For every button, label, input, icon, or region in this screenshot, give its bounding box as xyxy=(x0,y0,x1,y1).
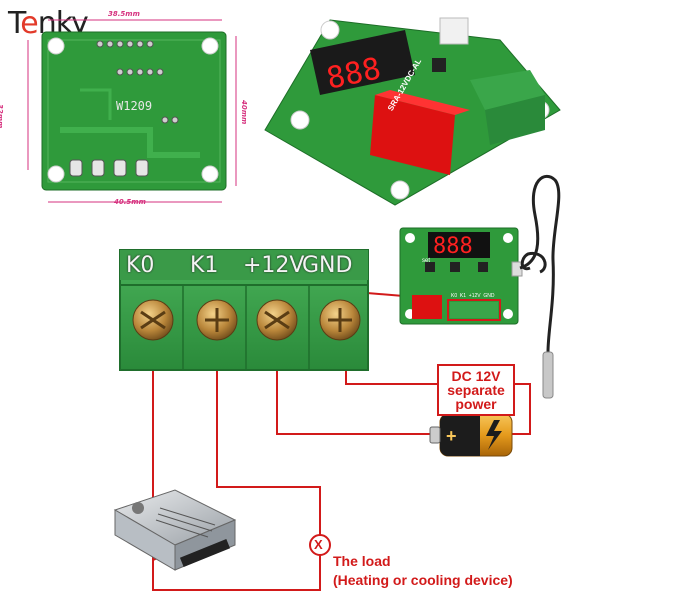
mini-terminal-highlight xyxy=(447,299,501,321)
power-note-line2: separate xyxy=(447,382,505,398)
led-display-front xyxy=(310,30,415,95)
terminal-label-k1: K1 xyxy=(190,253,219,278)
mini-display-digits: 888 xyxy=(433,234,473,259)
power-note-line1: DC 12V xyxy=(451,368,501,384)
dimension-left: 32mm xyxy=(0,104,4,129)
mini-set-label: set xyxy=(422,258,431,264)
mount-hole xyxy=(47,165,65,183)
battery-plus-sign: + xyxy=(446,426,457,446)
relay-icon xyxy=(370,95,455,175)
power-note-box: DC 12V separate power xyxy=(437,364,515,416)
board-back xyxy=(27,19,237,203)
terminal-block-front xyxy=(485,95,545,145)
dimension-bottom: 40.5mm xyxy=(114,198,146,206)
load-symbol-x: X xyxy=(314,537,323,552)
power-note-line3: power xyxy=(455,396,497,412)
load-note-line1: The load xyxy=(333,553,391,569)
board-back-terminal-pins xyxy=(69,159,149,177)
board-front: 888 xyxy=(264,17,561,206)
mount-hole xyxy=(201,165,219,183)
screw-k1 xyxy=(196,299,238,341)
mini-display xyxy=(428,232,490,258)
load-symbol-icon xyxy=(309,534,331,556)
terminal-block-closeup xyxy=(119,249,369,371)
battery-icon: + xyxy=(429,413,513,457)
dimension-right: 40mm xyxy=(240,100,248,125)
screw-gnd xyxy=(319,299,361,341)
pcb-back xyxy=(41,31,227,191)
terminal-label-k0: K0 xyxy=(126,253,155,278)
wire-k0 xyxy=(152,340,321,591)
mount-hole xyxy=(201,37,219,55)
screw-k0 xyxy=(132,299,174,341)
solder-pads xyxy=(96,40,179,124)
silkscreen-label: W1209 xyxy=(116,99,153,113)
dimension-top: 38.5mm xyxy=(108,10,140,18)
wire-k1 xyxy=(216,340,321,535)
mount-hole xyxy=(47,37,65,55)
mini-terminal-text: K0 K1 +12V GND xyxy=(451,293,495,299)
mini-relay xyxy=(412,295,442,319)
temperature-probe-icon xyxy=(519,174,561,399)
load-note-line2: (Heating or cooling device) xyxy=(333,572,513,588)
screw-12v xyxy=(256,299,298,341)
terminal-label-12v: +12V xyxy=(243,253,305,278)
terminal-label-gnd: GND xyxy=(302,253,353,278)
power-supply-icon xyxy=(113,489,237,571)
wire-12v xyxy=(276,340,440,435)
mini-board: 888 xyxy=(399,227,523,325)
